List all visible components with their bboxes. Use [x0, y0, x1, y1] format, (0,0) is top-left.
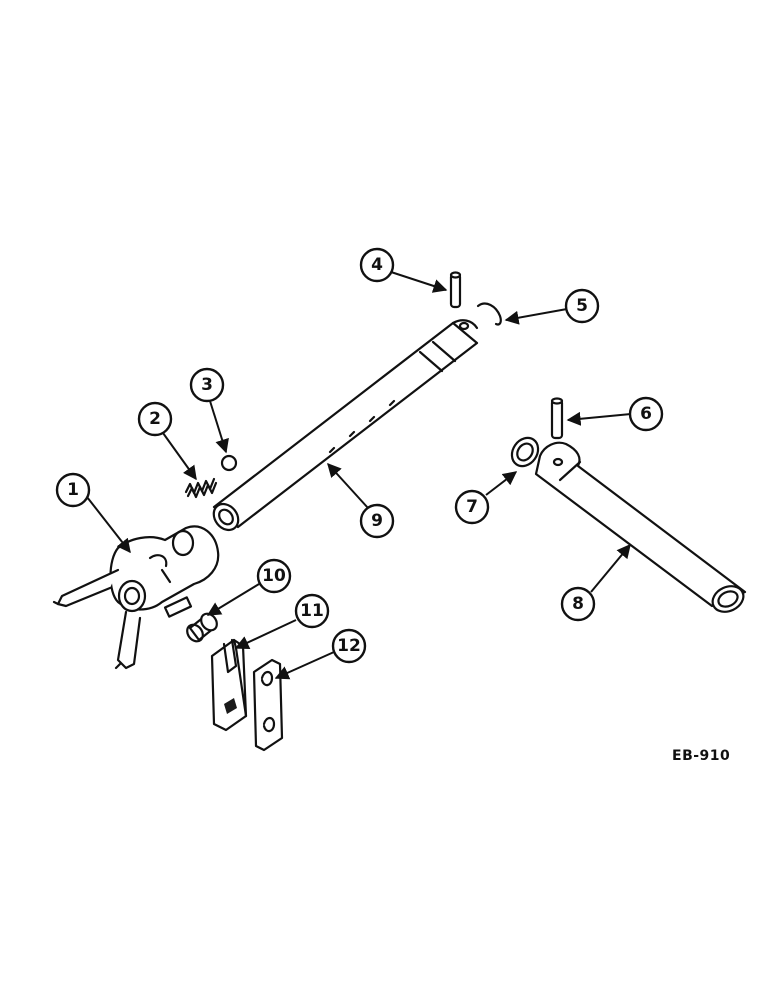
callout-7: 7: [454, 489, 490, 525]
callout-label-4: 4: [371, 255, 383, 275]
callout-label-3: 3: [201, 375, 213, 395]
callout-label-5: 5: [576, 296, 588, 316]
part-o-ring: [510, 436, 540, 468]
callout-8: 8: [560, 586, 596, 622]
part-spring: [184, 477, 218, 499]
part-shift-rod-long: [212, 319, 479, 532]
part-bushing: [186, 612, 218, 643]
part-gasket-plate: [252, 658, 284, 752]
callout-4: 4: [359, 247, 395, 283]
callout-label-9: 9: [371, 511, 383, 531]
part-pin-upper: [449, 271, 462, 309]
callout-9: 9: [359, 503, 395, 539]
callout-label-6: 6: [640, 404, 652, 424]
callout-label-1: 1: [67, 480, 79, 500]
callout-5: 5: [564, 288, 600, 324]
part-pin-right: [550, 397, 564, 440]
part-shift-rod-short: [534, 441, 747, 613]
callout-label-7: 7: [466, 497, 478, 517]
part-lock-plate: [210, 638, 248, 732]
callout-11: 11: [294, 593, 330, 629]
callout-2: 2: [137, 401, 173, 437]
callout-12: 12: [331, 628, 367, 664]
part-snap-ring: [476, 302, 502, 326]
drawing-reference-code: EB-910: [672, 748, 731, 764]
callout-10: 10: [256, 558, 292, 594]
callout-6: 6: [628, 396, 664, 432]
callout-label-11: 11: [300, 601, 324, 621]
leader-lines: [86, 271, 632, 680]
callout-3: 3: [189, 367, 225, 403]
part-shift-fork: [52, 525, 220, 670]
callout-label-10: 10: [262, 566, 286, 586]
callout-label-8: 8: [572, 594, 584, 614]
part-detent-ball: [220, 454, 238, 472]
callout-1: 1: [55, 472, 91, 508]
callout-label-12: 12: [337, 636, 361, 656]
callout-label-2: 2: [149, 409, 161, 429]
